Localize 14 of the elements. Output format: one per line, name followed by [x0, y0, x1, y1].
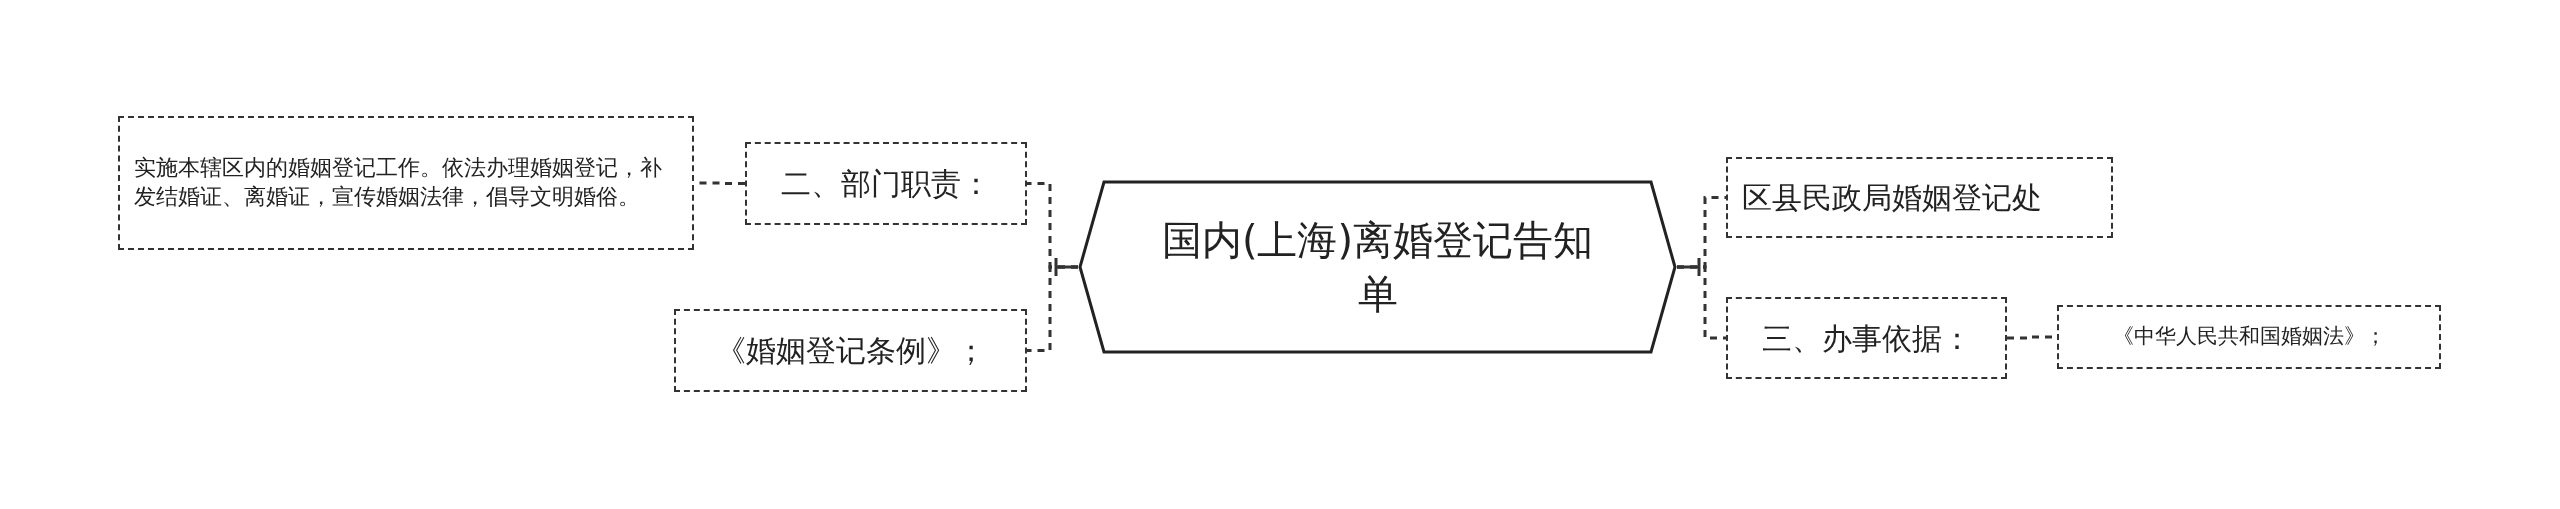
topic-text: 二、部门职责： — [781, 165, 991, 203]
topic-box — [1726, 297, 2007, 379]
topic-box — [1726, 157, 2113, 238]
topic-box — [2057, 305, 2441, 369]
topic-box — [745, 142, 1027, 225]
topic-box — [674, 309, 1027, 392]
topic-hexagon — [1078, 180, 1677, 354]
topic-box — [118, 116, 694, 250]
topic-text: 《中华人民共和国婚姻法》； — [2112, 323, 2386, 351]
topic-text: 三、办事依据： — [1761, 319, 1972, 358]
topic-text: 区县民政局婚姻登记处 — [1742, 179, 2042, 217]
topic-title: 国内(上海)离婚登记告知单 — [1160, 216, 1595, 319]
topic-text: 实施本辖区内的婚姻登记工作。依法办理婚姻登记，补发结婚证、离婚证，宣传婚姻法律，倡导文明婚俗。 — [134, 154, 663, 211]
topic-text: 《婚姻登记条例》； — [715, 332, 986, 370]
